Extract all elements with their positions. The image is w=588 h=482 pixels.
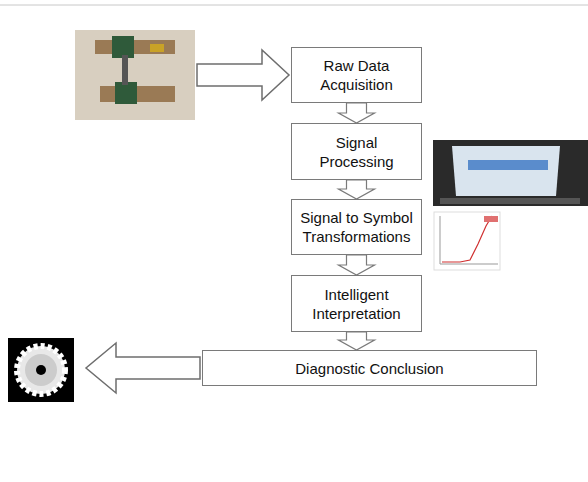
block-arrow: [339, 103, 375, 123]
block-arrow-shape: [339, 332, 375, 350]
process-box: Diagnostic Conclusion: [202, 350, 537, 386]
box-label: Signal to Symbol Transformations: [298, 208, 415, 246]
process-box: Signal Processing: [291, 123, 422, 180]
input-arrow: [197, 50, 289, 100]
test-rig-photo: [75, 30, 195, 120]
block-arrow: [339, 332, 375, 350]
chart-thumbnail: [434, 212, 500, 270]
block-arrow-shape: [339, 103, 375, 123]
block-arrow-shape: [339, 180, 375, 199]
box-label: Diagnostic Conclusion: [295, 359, 443, 378]
process-box: Intelligent Interpretation: [291, 275, 422, 332]
gear-photo: [8, 338, 74, 402]
block-arrow: [339, 180, 375, 199]
block-arrow-shape: [339, 255, 375, 275]
box-label: Signal Processing: [298, 133, 415, 171]
box-label: Intelligent Interpretation: [298, 285, 415, 323]
process-box: Raw Data Acquisition: [291, 47, 422, 103]
block-arrow: [339, 255, 375, 275]
box-label: Raw Data Acquisition: [298, 56, 415, 94]
laptop-photo: [433, 140, 588, 206]
output-arrow: [86, 343, 200, 393]
process-box: Signal to Symbol Transformations: [291, 199, 422, 255]
top-rule: [0, 5, 588, 6]
